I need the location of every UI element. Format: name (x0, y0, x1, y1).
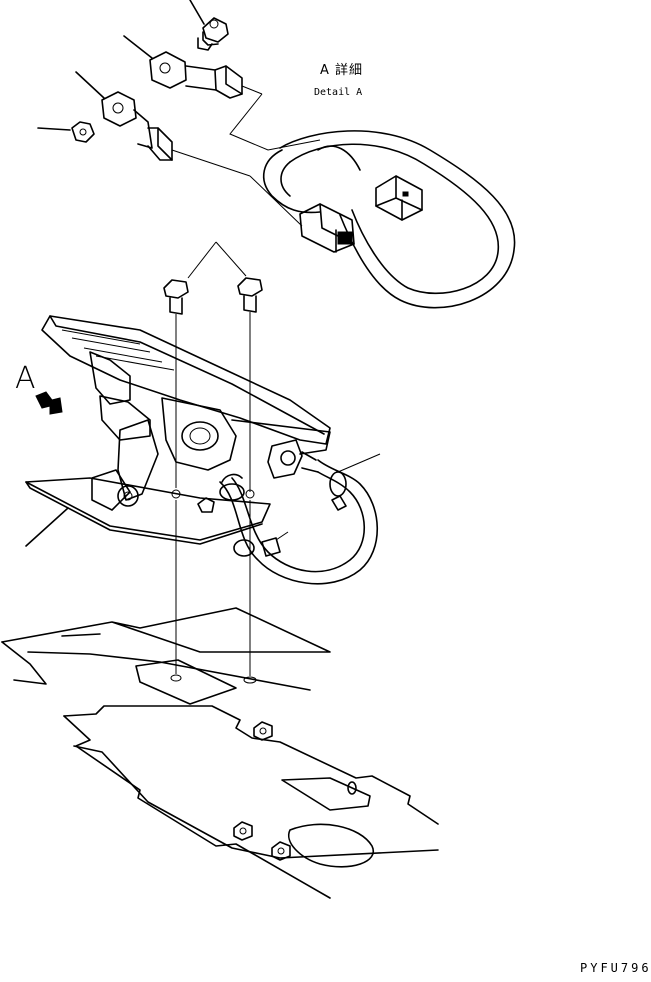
terminal-bracket-lower (75, 71, 251, 177)
mounting-bolt-right (237, 277, 263, 492)
view-arrow-letter: A (15, 361, 36, 396)
pedal-base-plate (25, 477, 271, 547)
detail-label-en: Detail A (314, 87, 363, 98)
connector (249, 175, 423, 253)
view-arrow (35, 391, 63, 415)
bolt-top (189, 0, 229, 51)
floor-plate (1, 500, 331, 705)
accelerator-pedal (41, 315, 331, 511)
detail-label-jp: A 詳細 (320, 63, 364, 78)
drawing-reference-code: PYFU796 (580, 961, 651, 975)
hose-clamp (219, 453, 381, 557)
hex-nut (37, 121, 95, 143)
lower-floor-panel (63, 705, 439, 899)
mounting-bolt-left (163, 241, 247, 488)
terminal-bracket-upper (123, 35, 263, 99)
wire-harness-loop (229, 93, 516, 309)
hose (219, 451, 378, 585)
